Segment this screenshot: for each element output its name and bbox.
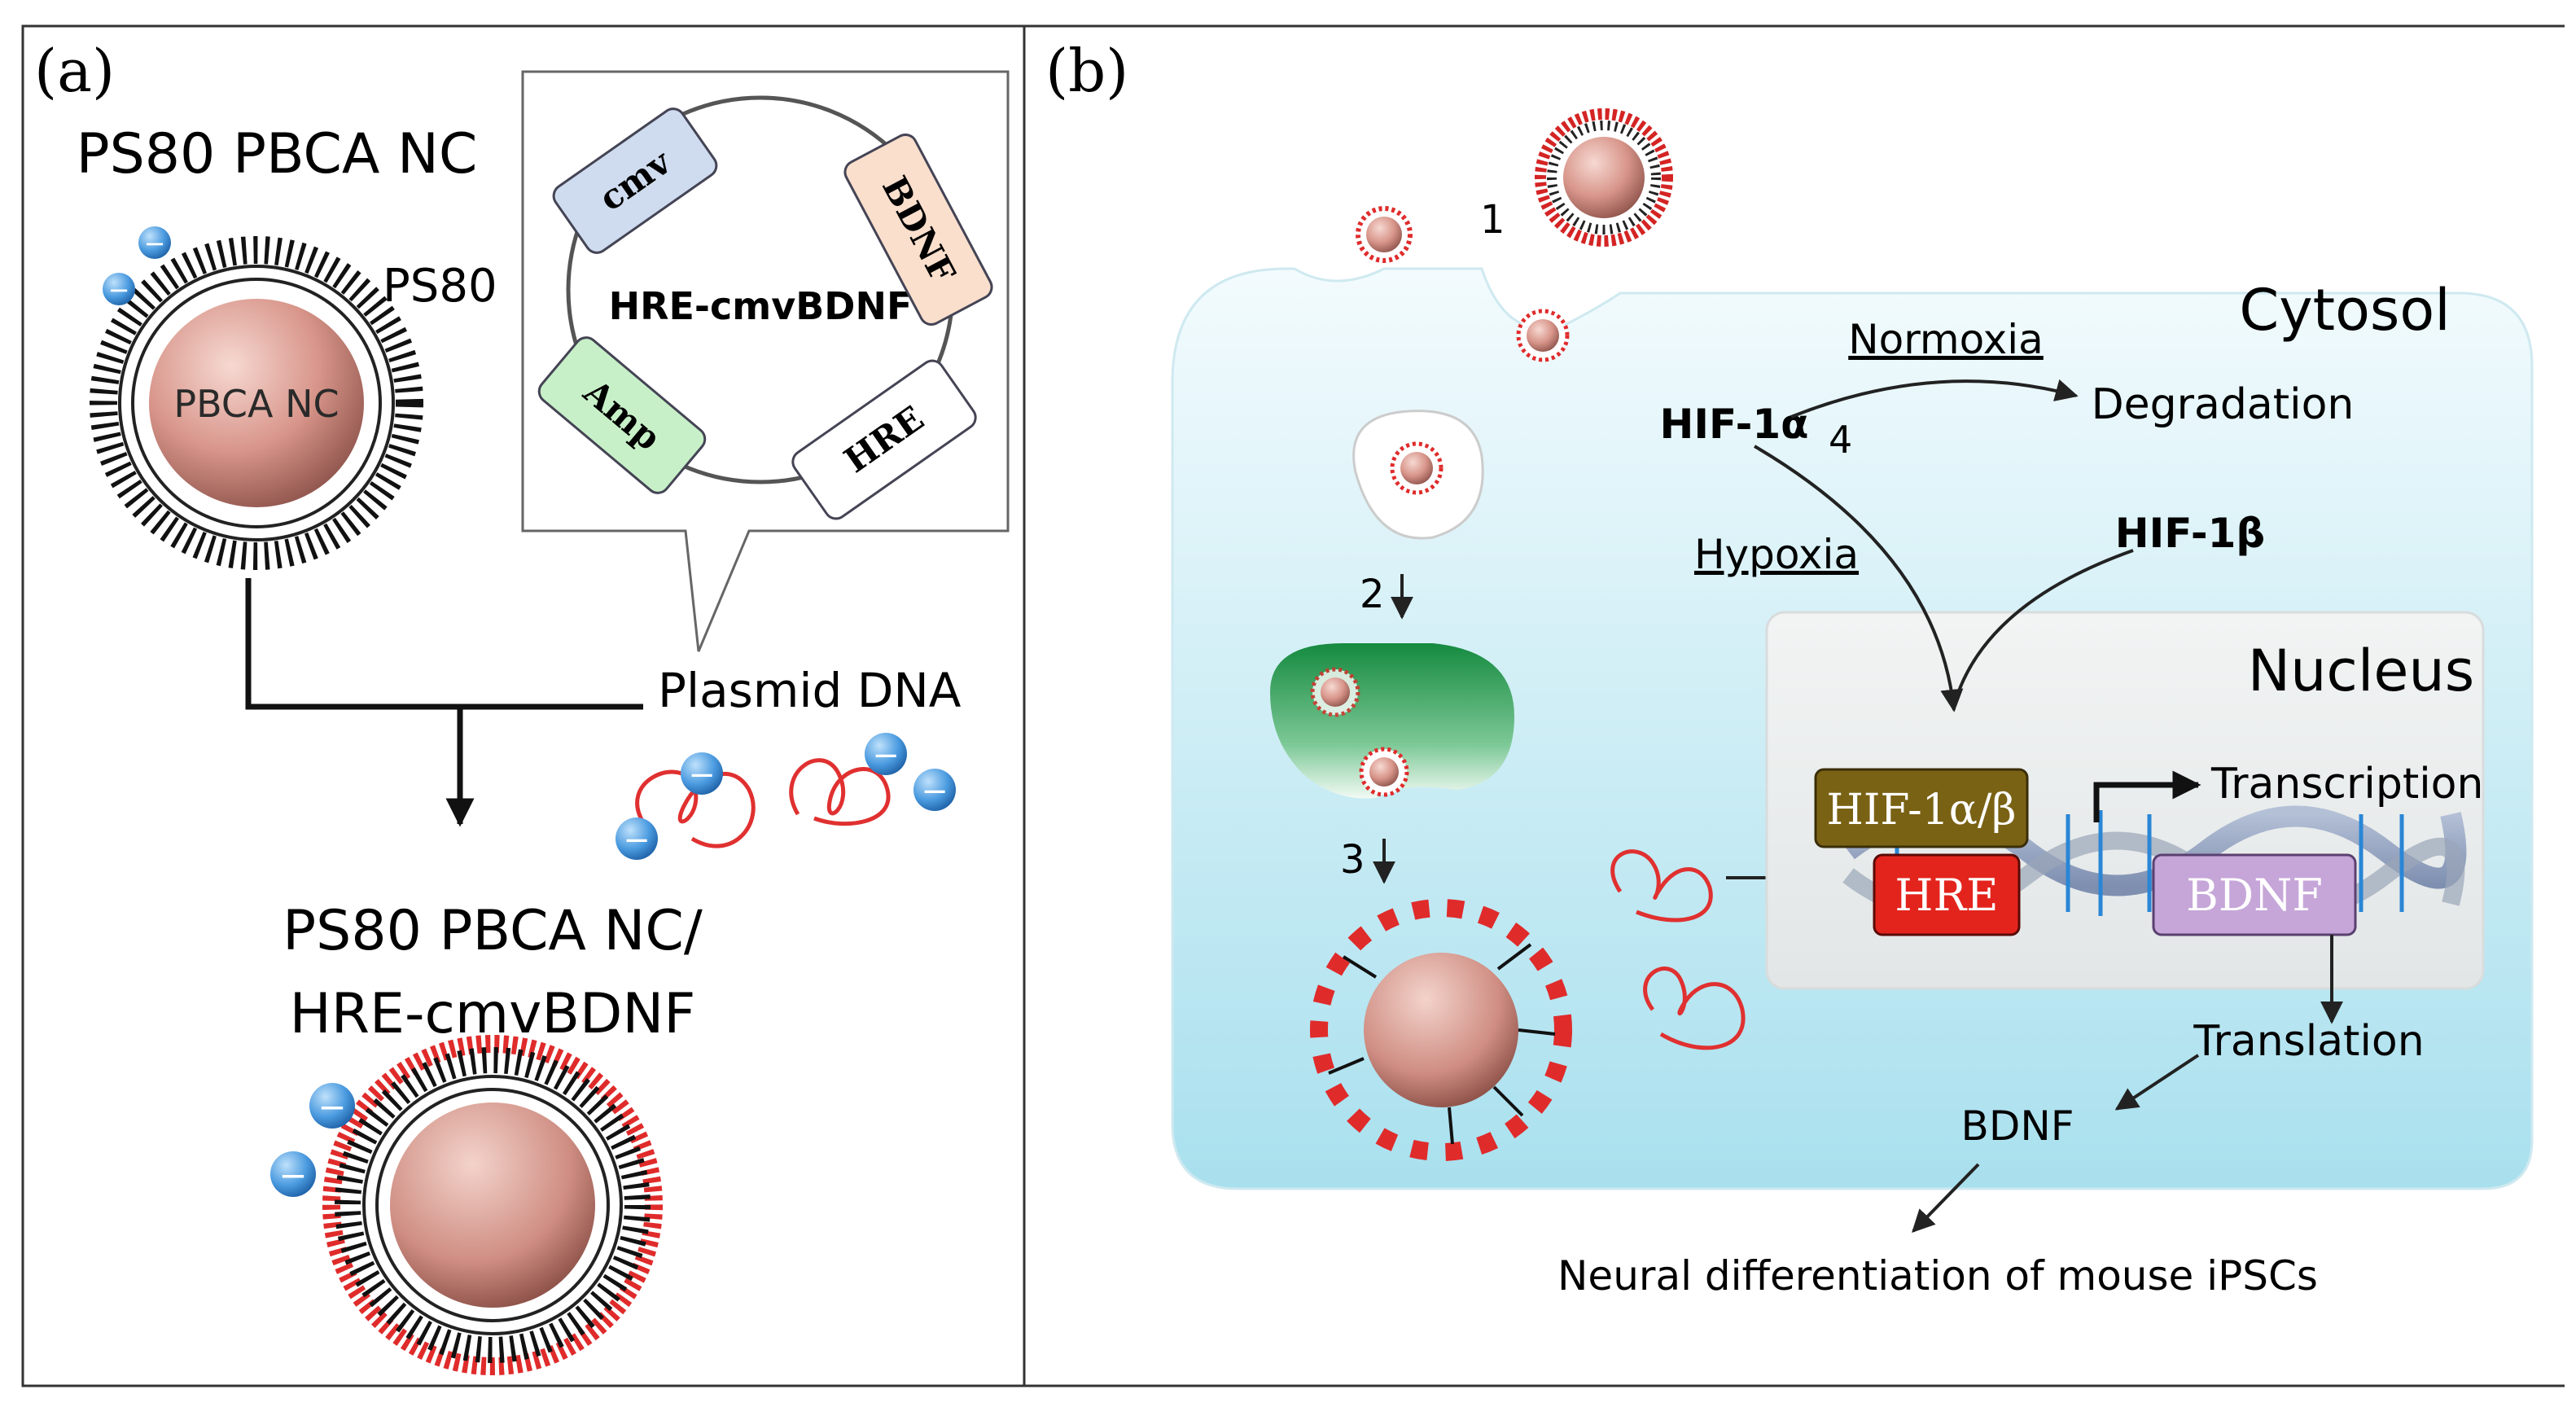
free-nanocarrier	[1356, 206, 1413, 263]
svg-text:−: −	[688, 756, 716, 794]
complexed-nanocarrier	[322, 1035, 663, 1375]
svg-text:−: −	[318, 1087, 346, 1127]
degradation-label: Degradation	[2092, 380, 2355, 429]
connector-line	[245, 578, 643, 710]
nucleus-label: Nucleus	[2248, 638, 2475, 704]
released-plasmid-dna	[1610, 849, 1746, 1050]
hypoxia-label: Hypoxia	[1694, 531, 1859, 578]
hif1b-label: HIF-1β	[2115, 510, 2265, 557]
negative-charge: −	[270, 1151, 316, 1197]
negative-charge: −	[309, 1083, 355, 1129]
plasmid-dna-label: Plasmid DNA	[658, 663, 962, 718]
hif1b-arrow	[1954, 549, 2134, 701]
internalizing-nanocarrier	[1516, 309, 1570, 362]
panel-a-title: PS80 PBCA NC	[77, 122, 478, 186]
svg-text:−: −	[921, 773, 948, 810]
normoxia-label: Normoxia	[1848, 316, 2044, 363]
result-title-line2: HRE-cmvBDNF	[290, 982, 696, 1046]
endocytic-vesicle	[1352, 410, 1484, 540]
result-title-line1: PS80 PBCA NC/	[283, 899, 703, 963]
negative-charge: −	[103, 273, 135, 305]
plasmid-segment-hre: HRE	[791, 359, 977, 520]
ps80-pbca-nanocarrier: PBCA NC	[90, 236, 423, 570]
bdnf-protein-label: BDNF	[1961, 1102, 2074, 1150]
translation-label: Translation	[2193, 1017, 2424, 1066]
released-nanocarrier	[1310, 899, 1572, 1161]
normoxia-arrow	[1790, 379, 2079, 419]
negative-charge: −	[681, 752, 723, 795]
svg-text:−: −	[872, 737, 900, 774]
outcome-label: Neural differentiation of mouse iPSCs	[1557, 1252, 2318, 1300]
negative-charge: −	[913, 769, 956, 811]
free-nanocarrier-large	[1535, 108, 1673, 247]
panel-a-label: (a)	[34, 37, 115, 105]
plasmid-name: HRE-cmvBDNF	[609, 284, 913, 328]
hif-complex-label: HIF-1α/β	[1827, 786, 2017, 835]
plasmid-segment-cmv: cmv	[552, 107, 718, 254]
step-4-label: 4	[1829, 418, 1852, 462]
hypoxia-arrow	[1753, 445, 1964, 712]
negative-charge: −	[138, 226, 171, 259]
core-label: PBCA NC	[173, 382, 339, 426]
bdnf-gene-label: BDNF	[2186, 870, 2323, 921]
ps80-label: PS80	[383, 260, 497, 313]
bdnf-gene-box: BDNF	[2152, 853, 2357, 936]
svg-text:−: −	[623, 822, 651, 859]
plasmid-callout: HRE-cmvBDNF cmv BDNF Amp HRE	[521, 70, 1010, 652]
translation-arrow	[2114, 1054, 2200, 1111]
hif-complex-box: HIF-1α/β	[1814, 768, 2029, 848]
svg-text:−: −	[108, 274, 130, 305]
svg-text:−: −	[278, 1155, 307, 1195]
differentiation-arrow	[1912, 1163, 1980, 1234]
hre-label: HRE	[1895, 870, 1998, 921]
transcription-label: Transcription	[2210, 760, 2483, 809]
step-3-label: 3	[1340, 837, 1365, 883]
svg-text:−: −	[144, 228, 166, 259]
endosome	[1270, 643, 1514, 799]
step-1-label: 1	[1480, 197, 1505, 243]
negative-charge: −	[865, 733, 907, 775]
hre-box: HRE	[1873, 853, 2021, 936]
pbca-core	[149, 299, 364, 507]
plasmid-dna-strand	[635, 758, 891, 848]
transcription-arrow	[2093, 770, 2201, 822]
cytosol-label: Cytosol	[2239, 277, 2450, 344]
hif1a-label: HIF-1α	[1660, 401, 1809, 448]
negative-charge: −	[616, 817, 658, 860]
step-2-label: 2	[1360, 572, 1385, 617]
panel-a-border	[21, 24, 1026, 1387]
panel-b-label: (b)	[1045, 37, 1128, 105]
